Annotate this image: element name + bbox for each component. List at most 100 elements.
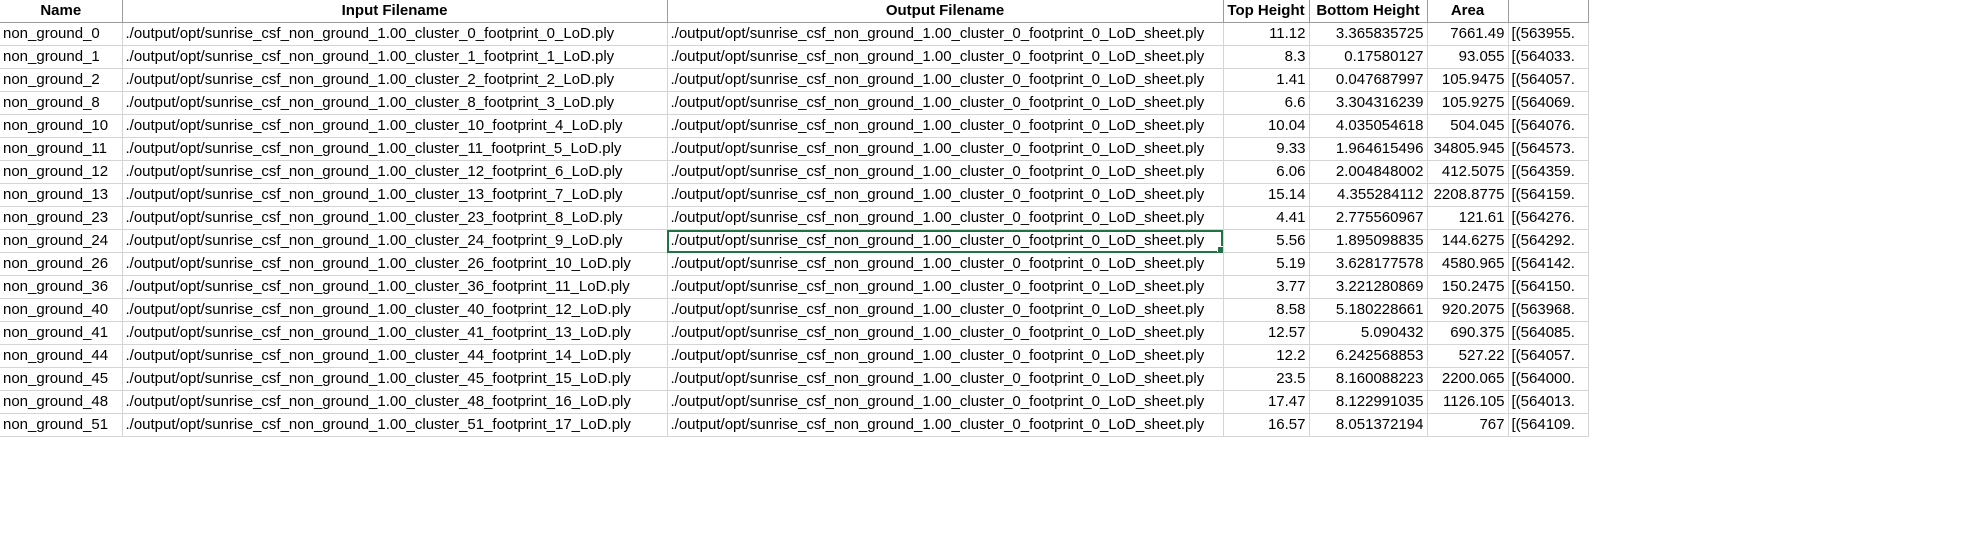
cell-name[interactable]: non_ground_11 (0, 137, 123, 161)
column-header-coordinates[interactable] (1508, 0, 1589, 23)
cell-top-height[interactable]: 4.41 (1223, 206, 1310, 230)
cell-bottom-height[interactable]: 3.221280869 (1309, 275, 1428, 299)
cell-bottom-height[interactable]: 2.004848002 (1309, 160, 1428, 184)
cell-top-height[interactable]: 11.12 (1223, 22, 1310, 46)
cell-coordinates[interactable]: [(564276. (1508, 206, 1589, 230)
cell-top-height[interactable]: 5.56 (1223, 229, 1310, 253)
cell-coordinates[interactable]: [(564000. (1508, 367, 1589, 391)
column-header-bottom-height[interactable]: Bottom Height (1309, 0, 1428, 23)
cell-output-filename[interactable]: ./output/opt/sunrise_csf_non_ground_1.00… (667, 183, 1224, 207)
cell-name[interactable]: non_ground_10 (0, 114, 123, 138)
cell-top-height[interactable]: 6.6 (1223, 91, 1310, 115)
cell-coordinates[interactable]: [(564076. (1508, 114, 1589, 138)
cell-name[interactable]: non_ground_24 (0, 229, 123, 253)
cell-bottom-height[interactable]: 3.365835725 (1309, 22, 1428, 46)
cell-top-height[interactable]: 8.58 (1223, 298, 1310, 322)
cell-coordinates[interactable]: [(564085. (1508, 321, 1589, 345)
cell-bottom-height[interactable]: 4.355284112 (1309, 183, 1428, 207)
cell-top-height[interactable]: 12.57 (1223, 321, 1310, 345)
cell-output-filename[interactable]: ./output/opt/sunrise_csf_non_ground_1.00… (667, 298, 1224, 322)
cell-input-filename[interactable]: ./output/opt/sunrise_csf_non_ground_1.00… (122, 160, 668, 184)
cell-coordinates[interactable]: [(564109. (1508, 413, 1589, 437)
cell-output-filename[interactable]: ./output/opt/sunrise_csf_non_ground_1.00… (667, 91, 1224, 115)
cell-name[interactable]: non_ground_26 (0, 252, 123, 276)
cell-name[interactable]: non_ground_41 (0, 321, 123, 345)
cell-top-height[interactable]: 3.77 (1223, 275, 1310, 299)
cell-bottom-height[interactable]: 8.122991035 (1309, 390, 1428, 414)
cell-coordinates[interactable]: [(564057. (1508, 344, 1589, 368)
cell-output-filename[interactable]: ./output/opt/sunrise_csf_non_ground_1.00… (667, 206, 1224, 230)
cell-top-height[interactable]: 5.19 (1223, 252, 1310, 276)
cell-output-filename[interactable]: ./output/opt/sunrise_csf_non_ground_1.00… (667, 114, 1224, 138)
cell-input-filename[interactable]: ./output/opt/sunrise_csf_non_ground_1.00… (122, 68, 668, 92)
cell-coordinates[interactable]: [(564150. (1508, 275, 1589, 299)
cell-output-filename[interactable]: ./output/opt/sunrise_csf_non_ground_1.00… (667, 275, 1224, 299)
cell-top-height[interactable]: 12.2 (1223, 344, 1310, 368)
cell-top-height[interactable]: 23.5 (1223, 367, 1310, 391)
cell-output-filename[interactable]: ./output/opt/sunrise_csf_non_ground_1.00… (667, 137, 1224, 161)
column-header-output-filename[interactable]: Output Filename (667, 0, 1224, 23)
cell-output-filename[interactable]: ./output/opt/sunrise_csf_non_ground_1.00… (667, 22, 1224, 46)
cell-area[interactable]: 121.61 (1427, 206, 1509, 230)
cell-coordinates[interactable]: [(564573. (1508, 137, 1589, 161)
cell-name[interactable]: non_ground_40 (0, 298, 123, 322)
cell-input-filename[interactable]: ./output/opt/sunrise_csf_non_ground_1.00… (122, 229, 668, 253)
cell-output-filename[interactable]: ./output/opt/sunrise_csf_non_ground_1.00… (667, 344, 1224, 368)
cell-top-height[interactable]: 15.14 (1223, 183, 1310, 207)
cell-bottom-height[interactable]: 0.17580127 (1309, 45, 1428, 69)
cell-bottom-height[interactable]: 8.051372194 (1309, 413, 1428, 437)
cell-area[interactable]: 93.055 (1427, 45, 1509, 69)
cell-input-filename[interactable]: ./output/opt/sunrise_csf_non_ground_1.00… (122, 22, 668, 46)
cell-area[interactable]: 4580.965 (1427, 252, 1509, 276)
cell-coordinates[interactable]: [(564359. (1508, 160, 1589, 184)
cell-area[interactable]: 920.2075 (1427, 298, 1509, 322)
cell-area[interactable]: 527.22 (1427, 344, 1509, 368)
cell-area[interactable]: 504.045 (1427, 114, 1509, 138)
cell-area[interactable]: 1126.105 (1427, 390, 1509, 414)
cell-name[interactable]: non_ground_8 (0, 91, 123, 115)
cell-coordinates[interactable]: [(564159. (1508, 183, 1589, 207)
cell-coordinates[interactable]: [(563968. (1508, 298, 1589, 322)
column-header-name[interactable]: Name (0, 0, 123, 23)
cell-coordinates[interactable]: [(564069. (1508, 91, 1589, 115)
cell-bottom-height[interactable]: 8.160088223 (1309, 367, 1428, 391)
cell-top-height[interactable]: 17.47 (1223, 390, 1310, 414)
cell-name[interactable]: non_ground_36 (0, 275, 123, 299)
cell-input-filename[interactable]: ./output/opt/sunrise_csf_non_ground_1.00… (122, 91, 668, 115)
cell-input-filename[interactable]: ./output/opt/sunrise_csf_non_ground_1.00… (122, 298, 668, 322)
cell-area[interactable]: 2208.8775 (1427, 183, 1509, 207)
cell-input-filename[interactable]: ./output/opt/sunrise_csf_non_ground_1.00… (122, 206, 668, 230)
cell-output-filename[interactable]: ./output/opt/sunrise_csf_non_ground_1.00… (667, 413, 1224, 437)
column-header-top-height[interactable]: Top Height (1223, 0, 1310, 23)
cell-coordinates[interactable]: [(564142. (1508, 252, 1589, 276)
cell-top-height[interactable]: 10.04 (1223, 114, 1310, 138)
cell-input-filename[interactable]: ./output/opt/sunrise_csf_non_ground_1.00… (122, 344, 668, 368)
cell-output-filename[interactable]: ./output/opt/sunrise_csf_non_ground_1.00… (667, 321, 1224, 345)
cell-area[interactable]: 150.2475 (1427, 275, 1509, 299)
cell-output-filename[interactable]: ./output/opt/sunrise_csf_non_ground_1.00… (667, 390, 1224, 414)
cell-bottom-height[interactable]: 0.047687997 (1309, 68, 1428, 92)
cell-input-filename[interactable]: ./output/opt/sunrise_csf_non_ground_1.00… (122, 367, 668, 391)
cell-bottom-height[interactable]: 6.242568853 (1309, 344, 1428, 368)
cell-top-height[interactable]: 6.06 (1223, 160, 1310, 184)
cell-bottom-height[interactable]: 5.090432 (1309, 321, 1428, 345)
column-header-area[interactable]: Area (1427, 0, 1509, 23)
cell-bottom-height[interactable]: 3.628177578 (1309, 252, 1428, 276)
cell-name[interactable]: non_ground_23 (0, 206, 123, 230)
cell-coordinates[interactable]: [(563955. (1508, 22, 1589, 46)
cell-area[interactable]: 144.6275 (1427, 229, 1509, 253)
cell-output-filename[interactable]: ./output/opt/sunrise_csf_non_ground_1.00… (667, 160, 1224, 184)
cell-top-height[interactable]: 1.41 (1223, 68, 1310, 92)
cell-area[interactable]: 105.9475 (1427, 68, 1509, 92)
cell-area[interactable]: 690.375 (1427, 321, 1509, 345)
column-header-input-filename[interactable]: Input Filename (122, 0, 668, 23)
cell-input-filename[interactable]: ./output/opt/sunrise_csf_non_ground_1.00… (122, 390, 668, 414)
cell-coordinates[interactable]: [(564057. (1508, 68, 1589, 92)
cell-input-filename[interactable]: ./output/opt/sunrise_csf_non_ground_1.00… (122, 252, 668, 276)
cell-input-filename[interactable]: ./output/opt/sunrise_csf_non_ground_1.00… (122, 183, 668, 207)
cell-output-filename[interactable]: ./output/opt/sunrise_csf_non_ground_1.00… (667, 252, 1224, 276)
cell-bottom-height[interactable]: 1.964615496 (1309, 137, 1428, 161)
cell-bottom-height[interactable]: 2.775560967 (1309, 206, 1428, 230)
cell-top-height[interactable]: 9.33 (1223, 137, 1310, 161)
